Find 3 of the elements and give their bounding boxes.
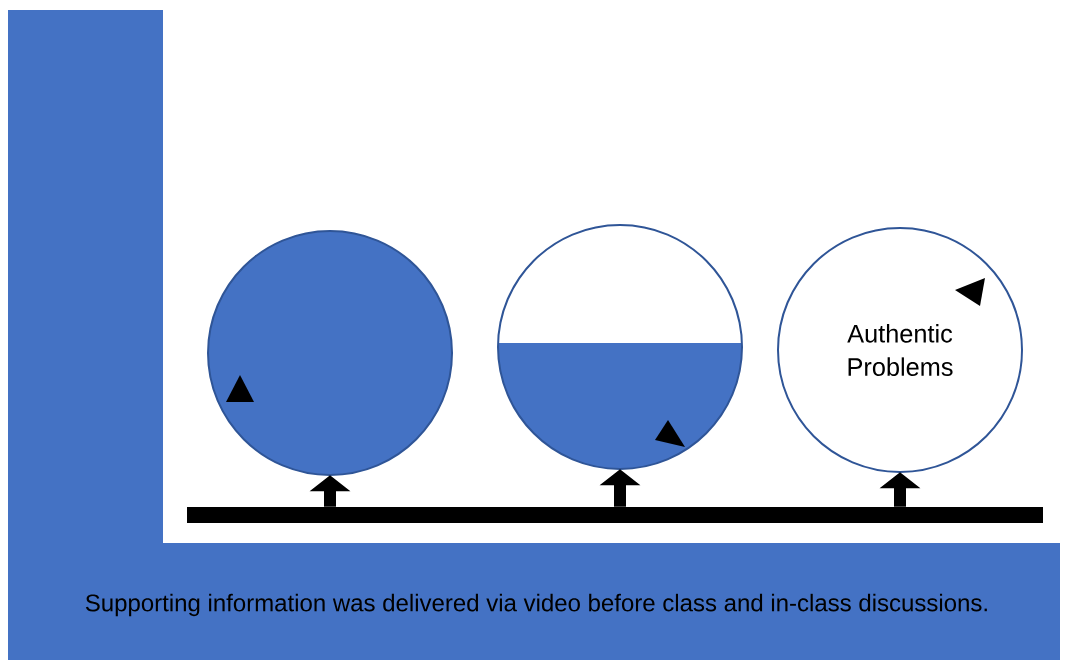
circle xyxy=(497,224,743,470)
platform-bar xyxy=(187,507,1043,523)
circle xyxy=(207,230,453,476)
